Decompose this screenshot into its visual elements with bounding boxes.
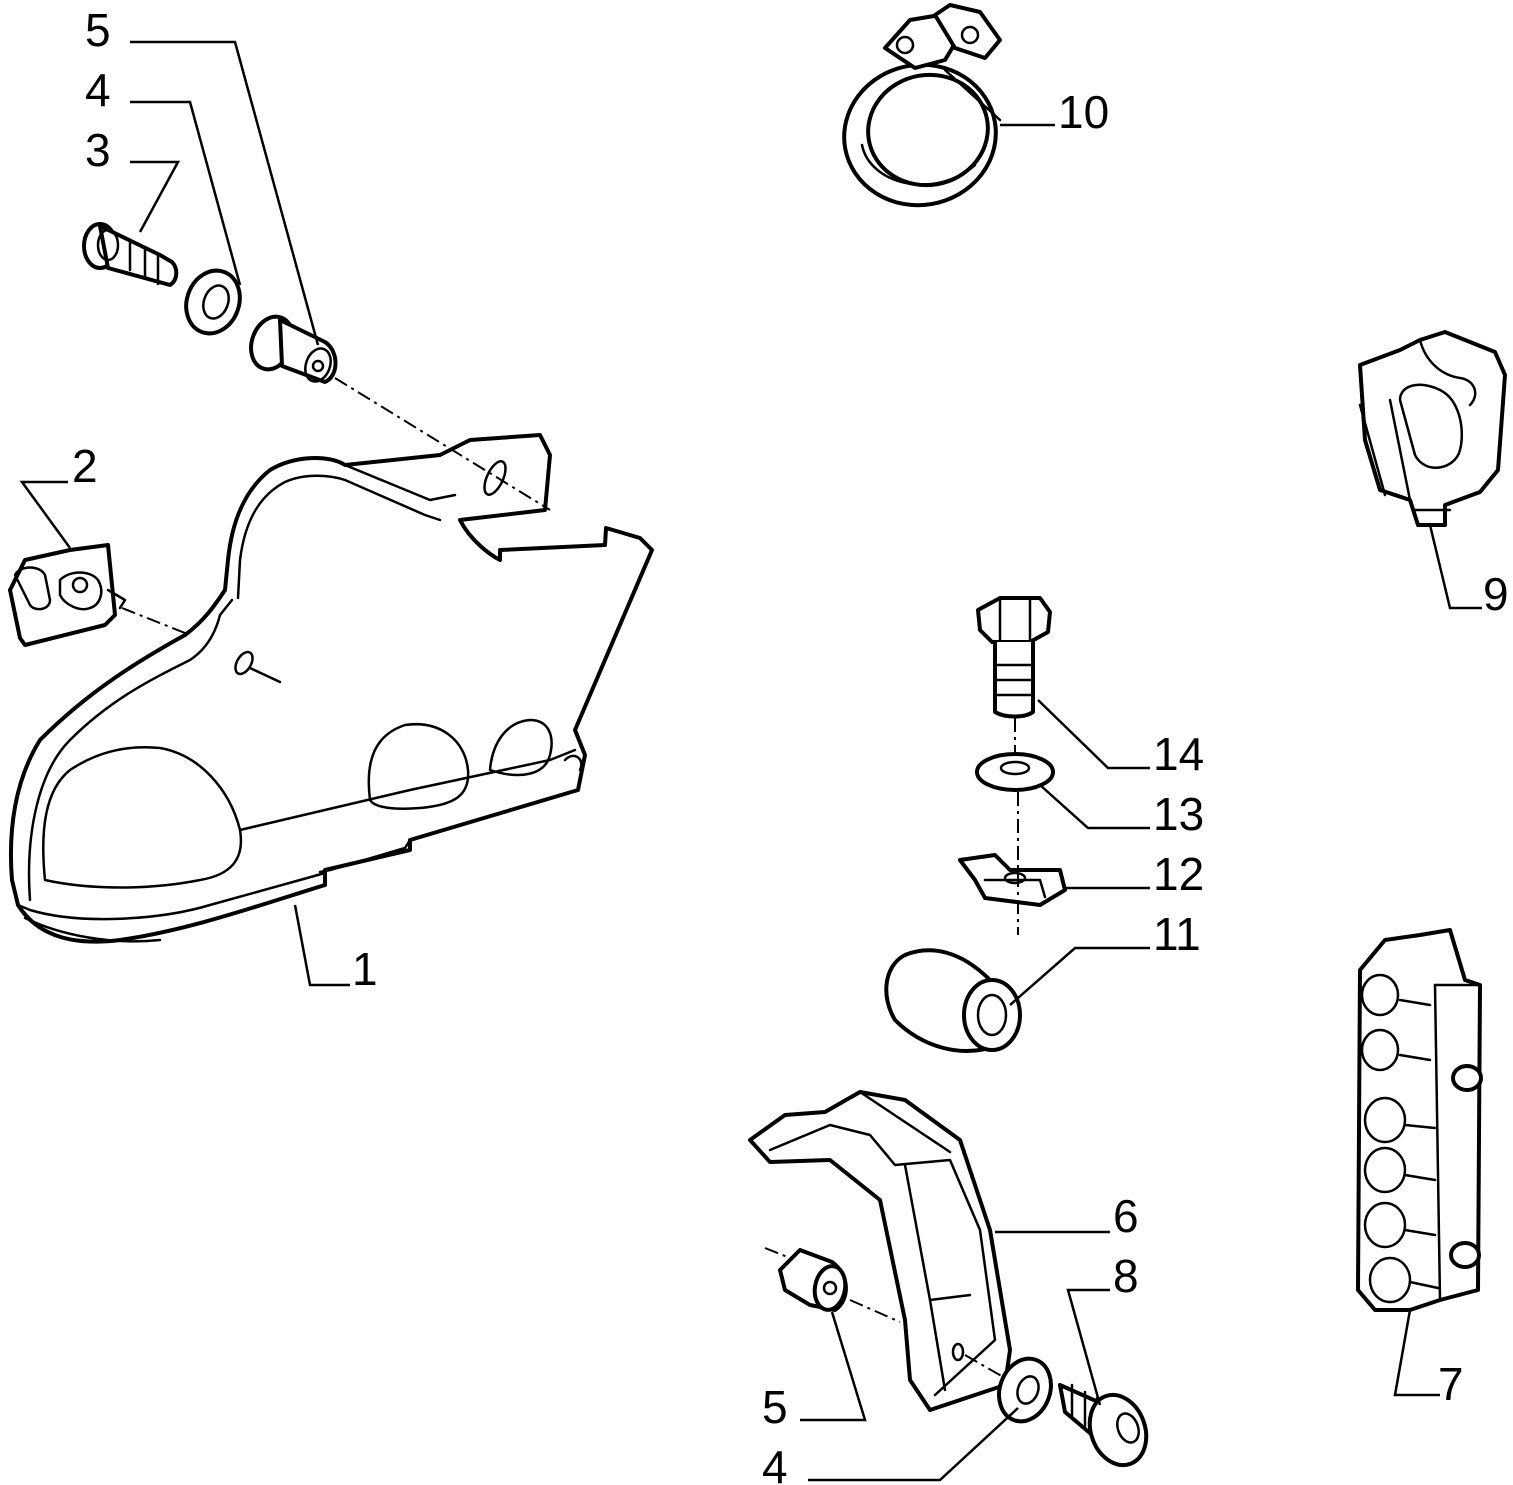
leader-line-14 xyxy=(1037,699,1150,770)
part-10-hose-clamp xyxy=(842,3,1002,208)
callout-13: 13 xyxy=(1153,788,1204,840)
leader-line-1 xyxy=(293,904,350,987)
part-13-washer xyxy=(975,752,1055,792)
leader-line-7 xyxy=(1393,1309,1440,1397)
leader-line-3 xyxy=(130,160,181,233)
leader-line-8 xyxy=(1066,1288,1110,1406)
callout-7: 7 xyxy=(1438,1358,1464,1410)
leader-line-11 xyxy=(1009,946,1150,1006)
part-5-bush-top xyxy=(249,314,338,384)
part-11-spacer xyxy=(884,948,1022,1053)
callout-12: 12 xyxy=(1153,848,1204,900)
part-9-clip xyxy=(1358,330,1507,527)
part-5-bush-bottom xyxy=(778,1248,848,1312)
leader-line-5-top xyxy=(130,40,320,346)
part-2-clip xyxy=(8,543,127,647)
leader-lines xyxy=(19,40,1482,1482)
leader-line-2 xyxy=(19,480,72,549)
callout-10: 10 xyxy=(1058,86,1109,138)
part-6-bracket xyxy=(748,1090,1012,1412)
callout-14: 14 xyxy=(1153,728,1204,780)
callout-11: 11 xyxy=(1153,908,1201,960)
part-12-speed-nut xyxy=(958,853,1067,907)
leader-line-4-top xyxy=(130,100,242,286)
callout-6: 6 xyxy=(1113,1190,1139,1242)
leader-line-5-bottom xyxy=(800,1311,867,1422)
callout-3: 3 xyxy=(85,124,111,176)
callout-2: 2 xyxy=(72,440,98,492)
leader-line-4-bottom xyxy=(808,1407,1019,1482)
callout-4-bottom: 4 xyxy=(762,1441,788,1485)
part-4-washer-top xyxy=(184,268,242,336)
leader-line-9 xyxy=(1428,524,1482,610)
callout-labels: 5 4 3 2 1 10 9 14 13 12 11 6 8 7 5 4 xyxy=(72,4,1509,1485)
callout-1: 1 xyxy=(352,943,378,995)
part-4-washer-bottom xyxy=(997,1356,1053,1424)
part-7-multi-clip-rail xyxy=(1356,928,1483,1312)
part-1-belt-cover xyxy=(8,433,654,944)
callout-9: 9 xyxy=(1483,568,1509,620)
leader-line-13 xyxy=(1039,784,1150,830)
part-8-screw xyxy=(1058,1383,1149,1468)
callout-5-top: 5 xyxy=(85,4,111,56)
callout-4-top: 4 xyxy=(85,64,111,116)
callout-8: 8 xyxy=(1113,1250,1139,1302)
part-14-bolt xyxy=(976,596,1052,719)
callout-5-bottom: 5 xyxy=(762,1381,788,1433)
part-3-screw xyxy=(82,222,179,287)
